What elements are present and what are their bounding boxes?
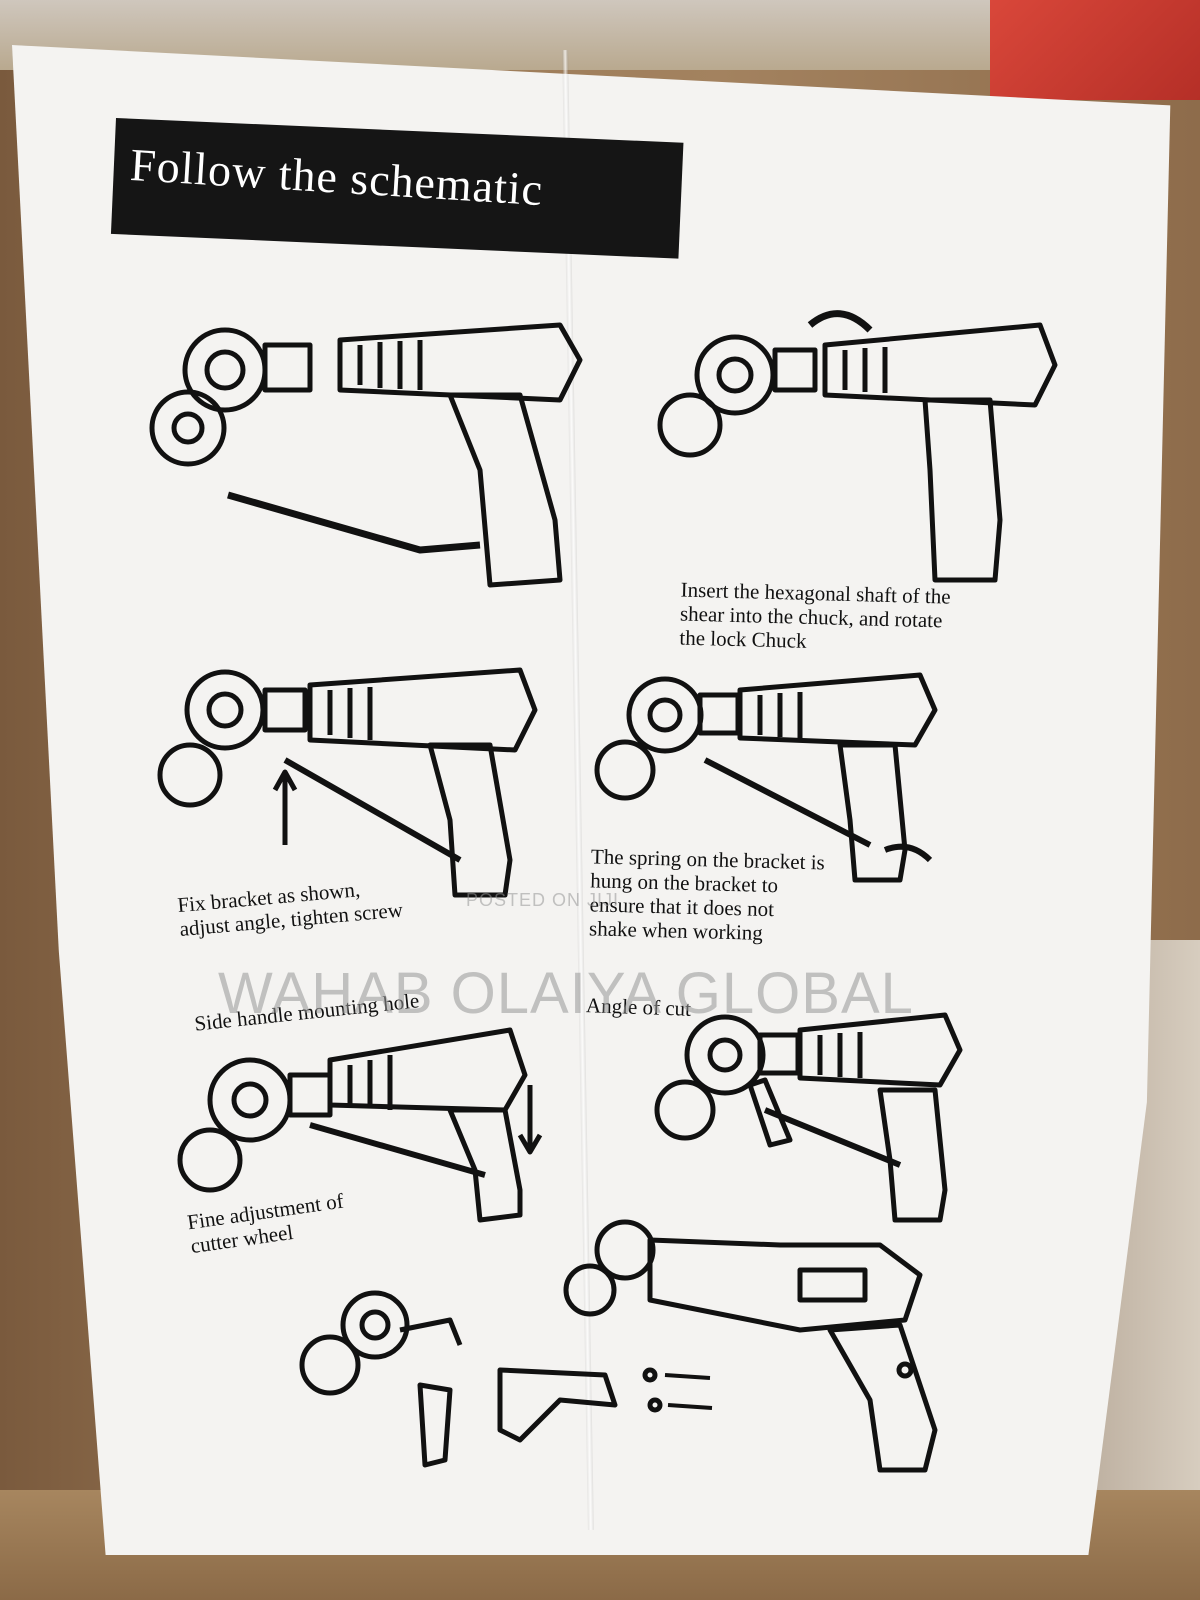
drill-illustration-4 (594, 672, 938, 883)
drill-illustration-2 (657, 310, 1058, 583)
watermark-small: POSTED ON JIJI (466, 890, 620, 910)
hammer-drill-illustration (563, 1219, 938, 1473)
parts-illustration (299, 1290, 713, 1468)
drill-illustration-6 (654, 1012, 963, 1223)
watermark-large: WAHAB OLAIYA GLOBAL (218, 961, 914, 1026)
caption-spring: The spring on the bracket is hung on the… (588, 844, 826, 945)
drill-illustration-3 (157, 667, 538, 898)
red-package (990, 0, 1200, 100)
caption-insert-shaft: Insert the hexagonal shaft of the shear … (679, 577, 951, 653)
drill-illustration-5 (177, 1027, 543, 1223)
drill-illustration-1 (149, 322, 583, 588)
